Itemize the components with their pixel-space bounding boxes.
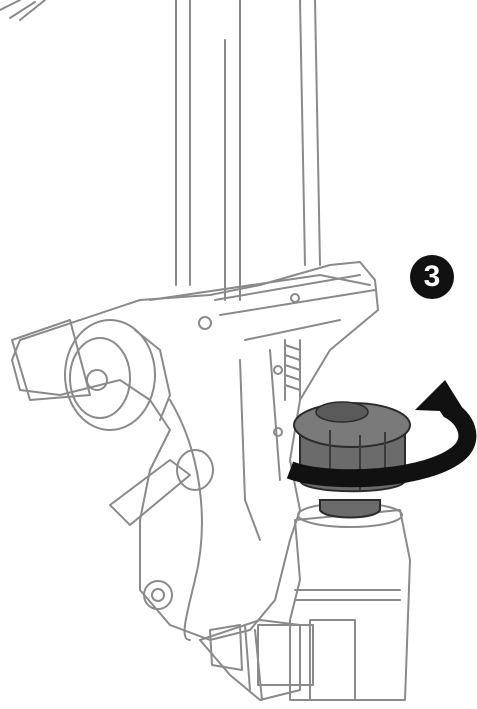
bottom-bracket (143, 580, 356, 701)
vertical-tube-right (299, 0, 321, 266)
vertical-tube-left (175, 0, 191, 286)
tension-knob-icon (293, 401, 411, 519)
clockwise-arrow-icon (286, 380, 477, 488)
left-arm (11, 319, 91, 401)
vertical-tube-mid (224, 0, 241, 301)
wire (169, 399, 203, 641)
top-left-part (0, 0, 46, 21)
step-number-badge: 3 (410, 255, 454, 299)
lever (109, 459, 191, 526)
spring (284, 339, 301, 401)
lower-base (289, 509, 411, 701)
left-knob (64, 319, 171, 431)
